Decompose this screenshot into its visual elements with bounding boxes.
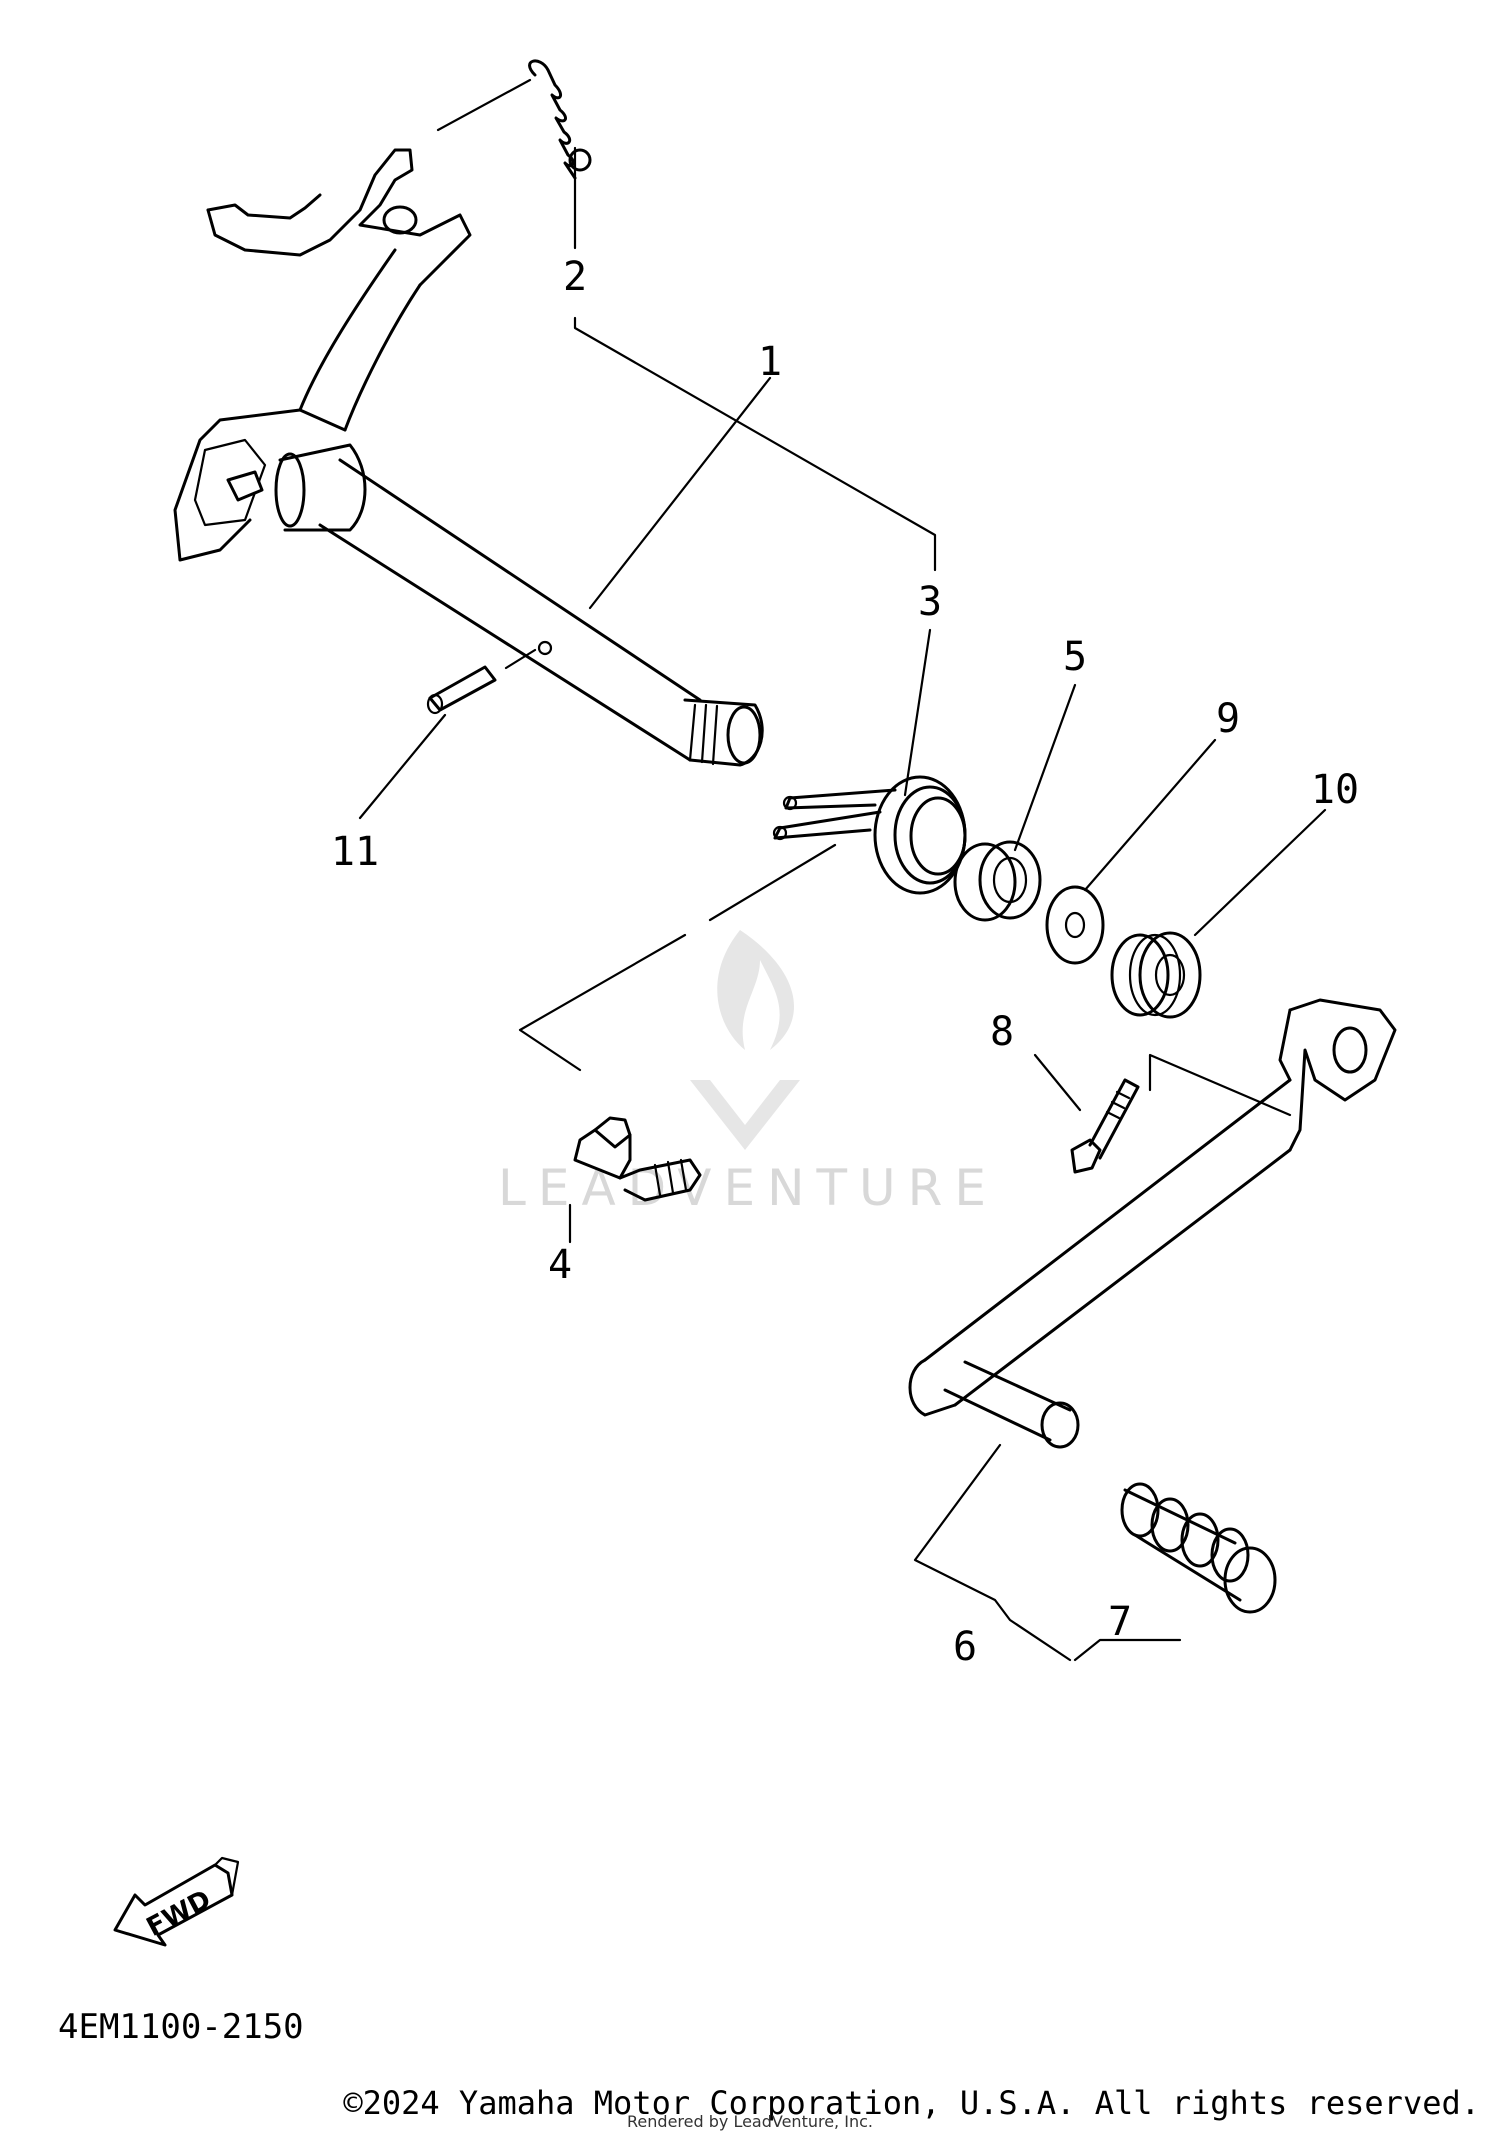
callout-5: 5: [1063, 634, 1087, 680]
rendered-by-notice: Rendered by LeadVenture, Inc.: [627, 2112, 873, 2131]
part-8-bolt: [1070, 1078, 1140, 1174]
diagram-code: 4EM1100-2150: [58, 2007, 304, 2047]
callout-labels: 1 2 3 4 5 6 7 8 9 10 11: [331, 254, 1359, 1670]
part-9-washer: [1045, 885, 1105, 965]
part-4-stud-bolt: [573, 1116, 702, 1202]
callout-10: 10: [1311, 767, 1359, 813]
watermark-text: LEADVENTURE: [498, 1159, 998, 1217]
part-10-grommet: [1110, 931, 1202, 1019]
callout-2: 2: [563, 254, 587, 300]
part-7-pedal-rubber: [1120, 1482, 1277, 1614]
flame-icon: [717, 930, 794, 1050]
callout-6: 6: [953, 1624, 977, 1670]
callout-8: 8: [990, 1009, 1014, 1055]
callout-9: 9: [1216, 696, 1240, 742]
fwd-arrow-icon: FWD: [113, 1856, 240, 1947]
callout-3: 3: [918, 579, 942, 625]
callout-4: 4: [548, 1242, 572, 1288]
part-11-dowel-pin: [426, 665, 497, 715]
part-6-shift-pedal: [908, 998, 1397, 1449]
leader-lines: [358, 146, 1327, 1662]
part-2-spring: [436, 59, 592, 180]
callout-11: 11: [331, 829, 379, 875]
copyright-notice: ©2024 Yamaha Motor Corporation, U.S.A. A…: [343, 2084, 1480, 2122]
leadventure-logo-icon: [690, 1080, 800, 1150]
callout-1: 1: [758, 339, 782, 385]
watermark: LEADVENTURE: [498, 930, 998, 1217]
part-5-oil-seal: [953, 840, 1042, 922]
part-1-shift-shaft: [173, 148, 764, 767]
fwd-label: FWD: [142, 1885, 216, 1943]
callout-7: 7: [1108, 1599, 1132, 1645]
part-3-return-spring: [772, 775, 967, 895]
